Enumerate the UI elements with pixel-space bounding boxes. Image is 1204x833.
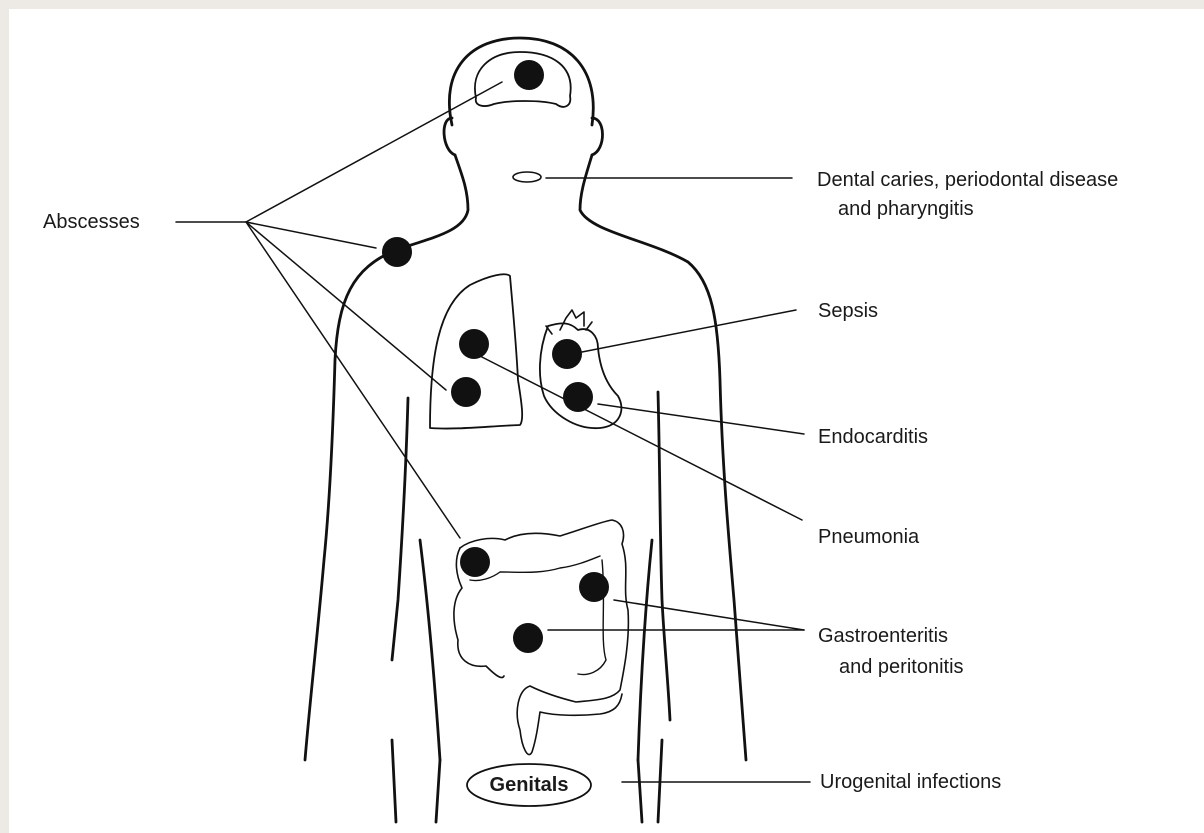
right-leg-line — [658, 740, 662, 822]
label-abscesses: Abscesses — [43, 210, 140, 234]
label-urogenital: Urogenital infections — [820, 770, 1001, 794]
abscess-leader-brain — [246, 82, 502, 222]
label-sepsis: Sepsis — [818, 299, 878, 323]
right-inner-arm — [658, 392, 670, 720]
label-gastro-line2: and peritonitis — [839, 655, 964, 679]
left-torso-lower — [420, 540, 440, 760]
right-side-outline — [580, 155, 746, 760]
infection-site-heart-lower — [563, 382, 593, 412]
mouth-outline — [513, 172, 541, 182]
left-inner-arm — [392, 398, 408, 660]
right-torso-lower — [638, 540, 652, 760]
infection-site-shoulder — [382, 237, 412, 267]
heart-outline — [540, 323, 622, 428]
colon-inner — [470, 556, 606, 674]
abscess-leader-shoulder — [246, 222, 376, 248]
crotch-left — [436, 760, 440, 822]
infection-site-brain — [514, 60, 544, 90]
infection-site-colon-center — [513, 623, 543, 653]
infection-site-lung-lower — [451, 377, 481, 407]
heart-vessels — [546, 310, 592, 334]
infection-sites — [382, 60, 609, 653]
endocarditis-leader — [598, 404, 804, 434]
left-leg-line — [392, 740, 396, 822]
label-pneumonia: Pneumonia — [818, 525, 919, 549]
label-dental-line1: Dental caries, periodontal disease — [817, 168, 1118, 192]
gastro-leader-colon — [614, 600, 804, 630]
label-genitals: Genitals — [465, 763, 593, 807]
infection-site-lung-upper — [459, 329, 489, 359]
label-dental-line2: and pharyngitis — [838, 197, 974, 221]
sepsis-leader — [582, 310, 796, 352]
crotch-right — [638, 760, 642, 822]
label-endocarditis: Endocarditis — [818, 425, 928, 449]
abscess-leader-lung — [246, 222, 446, 390]
label-gastro-line1: Gastroenteritis — [818, 624, 948, 648]
left-ear — [444, 118, 455, 155]
abscess-leader-intestine — [246, 222, 460, 538]
infection-site-heart-upper — [552, 339, 582, 369]
body-outline — [305, 38, 746, 822]
pneumonia-leader — [478, 355, 802, 520]
infection-site-colon-left — [460, 547, 490, 577]
infection-site-colon-right — [579, 572, 609, 602]
leader-lines — [176, 82, 810, 782]
